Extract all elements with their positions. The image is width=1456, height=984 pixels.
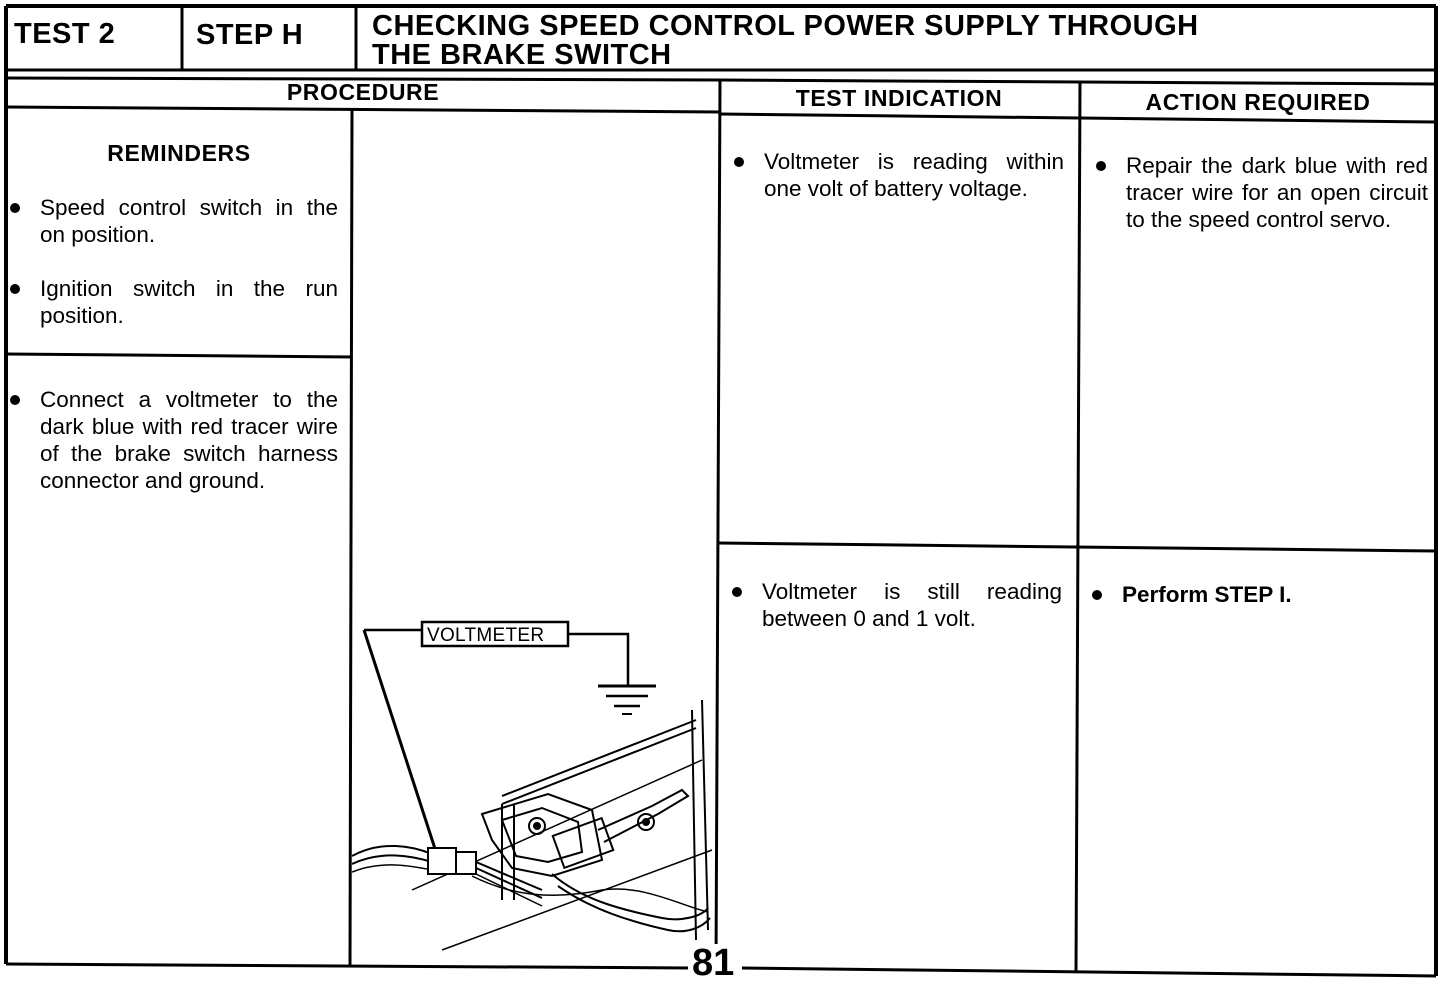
procedure-steps: Connect a voltmeter to the dark blue wit… bbox=[6, 386, 338, 494]
reminders-section: REMINDERS bbox=[6, 140, 352, 167]
list-item: Voltmeter is still reading between 0 and… bbox=[728, 578, 1062, 632]
page-number: 81 bbox=[688, 944, 739, 982]
voltmeter-box bbox=[420, 620, 570, 648]
page-title-line1: CHECKING SPEED CONTROL POWER SUPPLY THRO… bbox=[372, 10, 1199, 42]
list-item: Repair the dark blue with red tracer wir… bbox=[1092, 152, 1428, 233]
step-label: STEP H bbox=[196, 19, 304, 51]
action-required-1: Repair the dark blue with red tracer wir… bbox=[1092, 152, 1428, 233]
voltmeter-label: VOLTMETER bbox=[427, 625, 544, 646]
reminders-title: REMINDERS bbox=[107, 140, 251, 166]
page-title-line2: THE BRAKE SWITCH bbox=[372, 39, 672, 71]
column-header-test-indication: TEST INDICATION bbox=[795, 85, 1003, 111]
action-required-2: Perform STEP I. bbox=[1088, 581, 1424, 608]
list-item: Ignition switch in the run position. bbox=[6, 275, 338, 329]
list-item: Speed control switch in the on position. bbox=[6, 194, 338, 248]
list-item: Perform STEP I. bbox=[1088, 581, 1424, 608]
reminders-list: Speed control switch in the on position.… bbox=[6, 194, 338, 329]
column-header-procedure: PROCEDURE bbox=[286, 79, 440, 105]
test-number: TEST 2 bbox=[14, 18, 116, 50]
test-indication-1: Voltmeter is reading within one volt of … bbox=[730, 148, 1064, 202]
list-item: Voltmeter is reading within one volt of … bbox=[730, 148, 1064, 202]
column-header-action-required: ACTION REQUIRED bbox=[1145, 89, 1371, 115]
brake-switch-illustration: VOLTMETER bbox=[352, 620, 713, 951]
list-item: Connect a voltmeter to the dark blue wit… bbox=[6, 386, 338, 494]
test-indication-2: Voltmeter is still reading between 0 and… bbox=[728, 578, 1062, 632]
